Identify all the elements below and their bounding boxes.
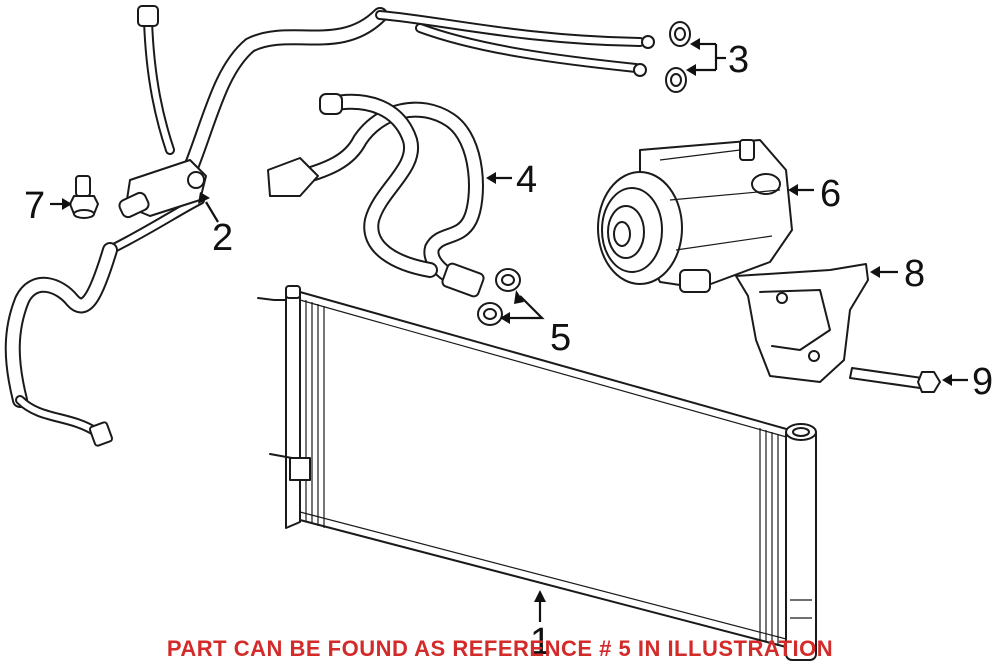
callout-3: 3 xyxy=(728,39,749,81)
hose-assembly-4 xyxy=(267,93,485,298)
o-rings-3 xyxy=(665,21,691,93)
leaders xyxy=(50,38,968,622)
fitting-7 xyxy=(69,175,99,219)
bolt-9 xyxy=(849,367,941,393)
callout-4: 4 xyxy=(516,159,537,201)
callout-8: 8 xyxy=(904,253,925,295)
callout-5: 5 xyxy=(550,317,571,359)
callout-9: 9 xyxy=(972,361,993,403)
callout-7: 7 xyxy=(24,185,45,227)
callout-labels: 1 2 3 4 5 6 7 8 9 xyxy=(24,39,993,663)
compressor-6 xyxy=(597,139,793,293)
line-assembly xyxy=(4,5,655,447)
condenser xyxy=(257,285,817,661)
reference-caption: PART CAN BE FOUND AS REFERENCE # 5 IN IL… xyxy=(166,636,834,661)
callout-1: 1 xyxy=(530,621,551,663)
o-rings-5 xyxy=(477,268,521,326)
condenser-fins xyxy=(299,299,791,646)
callout-6: 6 xyxy=(820,173,841,215)
bracket-8 xyxy=(735,263,869,383)
callout-2: 2 xyxy=(212,217,233,259)
